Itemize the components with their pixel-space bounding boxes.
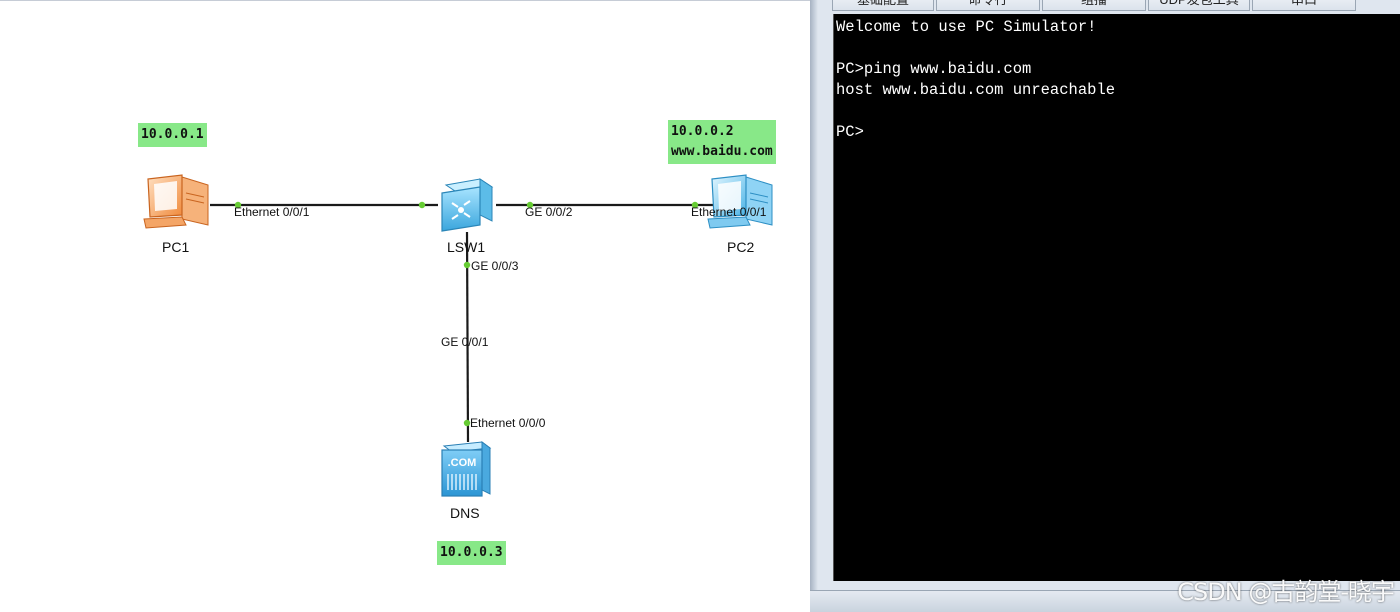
pc1-ip-label[interactable]: 10.0.0.1 <box>138 123 207 147</box>
pc-icon <box>143 174 209 229</box>
dns-device[interactable]: .COM <box>440 440 494 500</box>
lsw1-label: LSW1 <box>447 239 486 255</box>
dns-ip-label[interactable]: 10.0.0.3 <box>437 541 506 565</box>
terminal-line: Welcome to use PC Simulator! <box>836 18 1097 36</box>
port-dot <box>463 419 471 427</box>
terminal-line <box>836 38 1400 59</box>
port-dot <box>418 201 426 209</box>
terminal-prompt[interactable]: PC> <box>836 123 864 141</box>
port-label-lsw-ge3: GE 0/0/3 <box>471 259 519 273</box>
port-label-lsw-ge2: GE 0/0/2 <box>525 205 573 219</box>
dns-icon-text: .COM <box>448 457 477 469</box>
pc2-device[interactable] <box>706 171 776 233</box>
pc1-device[interactable] <box>142 171 212 233</box>
switch-icon <box>441 178 494 232</box>
pc2-ip: 10.0.0.2 <box>671 124 734 139</box>
tab-serial[interactable]: 串口 <box>1252 0 1356 11</box>
pc2-hostname: www.baidu.com <box>671 144 773 159</box>
terminal-line: host www.baidu.com unreachable <box>836 81 1116 99</box>
port-dot <box>691 201 699 209</box>
pc-icon <box>707 174 773 229</box>
pc2-ip-label[interactable]: 10.0.0.2 www.baidu.com <box>668 120 776 164</box>
port-label-pc1-eth: Ethernet 0/0/1 <box>234 205 310 219</box>
tab-multicast[interactable]: 组播 <box>1042 0 1146 11</box>
pc2-label: PC2 <box>727 239 755 255</box>
tab-command-line[interactable]: 命令行 <box>936 0 1040 11</box>
tab-basic-config[interactable]: 基础配置 <box>832 0 934 11</box>
lsw1-device[interactable] <box>438 177 496 233</box>
links-layer <box>210 201 715 443</box>
terminal-line <box>836 101 1400 122</box>
window-frame <box>810 0 818 611</box>
port-label-dns-eth: Ethernet 0/0/0 <box>470 416 546 430</box>
port-dot <box>463 261 471 269</box>
window-bottom-frame <box>810 590 1400 612</box>
terminal-output[interactable]: Welcome to use PC Simulator! PC>ping www… <box>833 14 1400 581</box>
port-dot <box>234 201 242 209</box>
canvas-border <box>0 0 812 1</box>
watermark: CSDN @古韵堂-晓宇 <box>1177 578 1395 606</box>
port-label-pc2-eth: Ethernet 0/0/1 <box>691 205 767 219</box>
pc-simulator-window[interactable]: 基础配置 命令行 组播 UDP发包工具 串口 Welcome to use PC… <box>810 0 1400 612</box>
terminal-line: PC>ping www.baidu.com <box>836 60 1032 78</box>
pc1-label: PC1 <box>162 239 190 255</box>
tab-udp-tool[interactable]: UDP发包工具 <box>1148 0 1250 11</box>
port-dot <box>526 201 534 209</box>
dns-server-icon: .COM <box>441 441 492 497</box>
dns-label: DNS <box>450 505 480 521</box>
port-label-dns-ge1: GE 0/0/1 <box>441 335 489 349</box>
